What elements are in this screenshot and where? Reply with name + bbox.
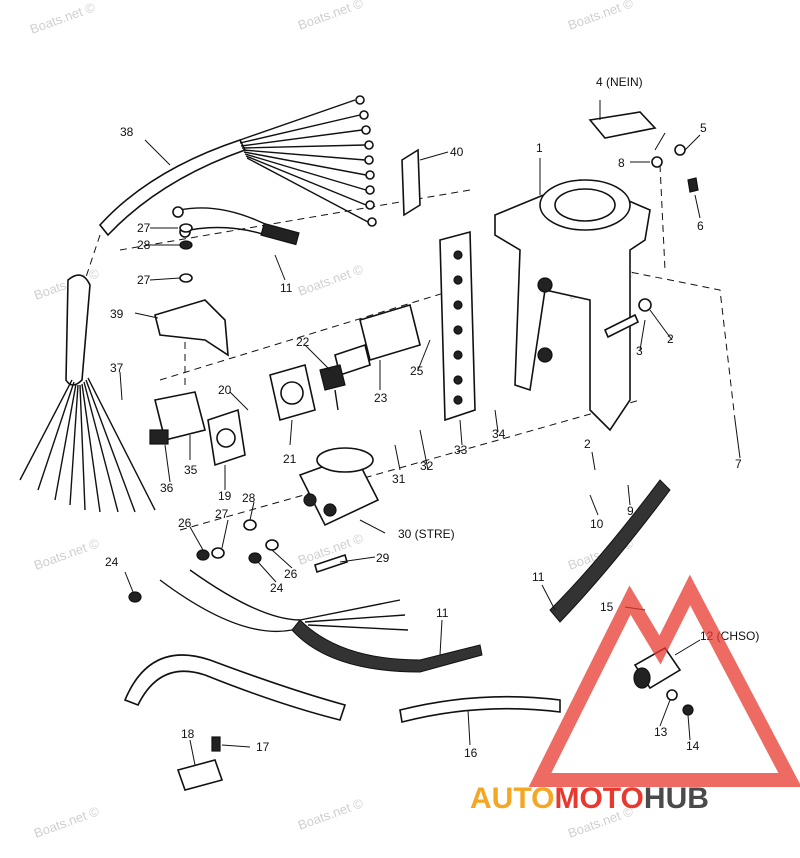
- callout-16: 16: [464, 746, 478, 760]
- assembly-dash-lines: [84, 164, 736, 531]
- callout-20: 20: [218, 383, 232, 397]
- logo-text-hub: HUB: [644, 782, 709, 815]
- leader-lines: [119, 100, 741, 766]
- callout-5: 5: [700, 121, 707, 135]
- callout-22: 22: [296, 335, 310, 349]
- callout-19: 19: [218, 489, 232, 503]
- callout-29: 29: [376, 551, 390, 565]
- washer-5: [674, 144, 686, 156]
- callout-33: 33: [454, 443, 468, 457]
- bracket-39: [154, 299, 229, 357]
- watermark: Boats.net ©: [296, 261, 366, 299]
- logo-text-moto: MOTO: [554, 782, 643, 815]
- callout-36: 36: [160, 481, 174, 495]
- callout-27: 27: [137, 273, 151, 287]
- callout-25: 25: [410, 364, 424, 378]
- bracket-18: [176, 759, 224, 791]
- callout-40: 40: [450, 145, 464, 159]
- callout-27: 27: [215, 507, 229, 521]
- screw-6: [687, 177, 699, 193]
- callout-11: 11: [532, 570, 545, 584]
- watermark: Boats.net ©: [296, 0, 366, 33]
- watermark: Boats.net ©: [566, 0, 636, 33]
- bolt-3: [603, 313, 640, 339]
- decal-40: [401, 148, 421, 217]
- callout-7: 7: [735, 457, 742, 471]
- callout-32: 32: [420, 459, 434, 473]
- washer-8: [651, 156, 663, 168]
- switch-4: [588, 111, 657, 139]
- washer-2: [638, 298, 652, 312]
- cable-16: [399, 695, 561, 723]
- callout-10: 10: [590, 517, 604, 531]
- callout-2: 2: [667, 332, 674, 346]
- watermark: Boats.net ©: [296, 795, 366, 833]
- ignition-switch-23: [319, 303, 421, 411]
- callout-28: 28: [242, 491, 256, 505]
- svg-text:AUTOMOTOHUB: AUTOMOTOHUB: [470, 782, 709, 815]
- callout-30: 30 (STRE): [398, 527, 455, 541]
- callout-1: 1: [536, 141, 543, 155]
- automotohub-logo: AUTOMOTOHUB: [470, 574, 800, 815]
- callout-17: 17: [256, 740, 270, 754]
- callout-24: 24: [105, 555, 119, 569]
- cover-36: [149, 429, 169, 445]
- logo-triangle: [528, 574, 800, 787]
- callout-34: 34: [492, 427, 506, 441]
- callout-26: 26: [178, 516, 192, 530]
- washers-24-26-27-28: [128, 519, 279, 603]
- callout-3: 3: [636, 344, 643, 358]
- terminal-block-33: [439, 230, 476, 422]
- screw-17: [211, 736, 221, 752]
- nut-13: [666, 689, 678, 701]
- callout-13: 13: [654, 725, 668, 739]
- callout-15: 15: [600, 600, 614, 614]
- starter-solenoid-30: [298, 447, 380, 527]
- callout-14: 14: [686, 739, 700, 753]
- callout-31: 31: [392, 472, 406, 486]
- watermark: Boats.net ©: [32, 265, 102, 303]
- harness-11-lower: [159, 479, 671, 673]
- callout-38: 38: [120, 125, 134, 139]
- nut-14: [682, 704, 694, 716]
- callout-28: 28: [137, 238, 151, 252]
- callout-11: 11: [436, 606, 449, 620]
- logo-text-auto: AUTO: [470, 782, 554, 815]
- callout-35: 35: [184, 463, 198, 477]
- callout-6: 6: [697, 219, 704, 233]
- callout-2: 2: [584, 437, 591, 451]
- watermark: Boats.net ©: [32, 535, 102, 573]
- bolt-29: [314, 553, 348, 574]
- callout-11: 11: [280, 281, 293, 295]
- circuit-breaker-35: [154, 391, 206, 441]
- washers-27-28: [179, 223, 193, 283]
- callout-21: 21: [283, 452, 297, 466]
- watermark: Boats.net ©: [28, 0, 98, 37]
- callout-8: 8: [618, 156, 625, 170]
- callout-37: 37: [110, 361, 124, 375]
- watermark: Boats.net ©: [32, 803, 102, 841]
- callout-4: 4 (NEIN): [596, 75, 643, 89]
- callout-18: 18: [181, 727, 195, 741]
- callout-39: 39: [110, 307, 124, 321]
- callout-labels: 1 2 2 3 4 (NEIN) 5 6 7 8 9 10 11 11 11 1…: [105, 75, 759, 760]
- cable-harness-38: [19, 95, 377, 513]
- capacitor-12: [633, 646, 682, 690]
- main-bracket-1: [494, 179, 651, 432]
- callout-24: 24: [270, 581, 284, 595]
- callout-26: 26: [284, 567, 298, 581]
- battery-cable-lower-left: [123, 654, 347, 721]
- callout-27: 27: [137, 221, 151, 235]
- callout-23: 23: [374, 391, 388, 405]
- callout-9: 9: [627, 504, 634, 518]
